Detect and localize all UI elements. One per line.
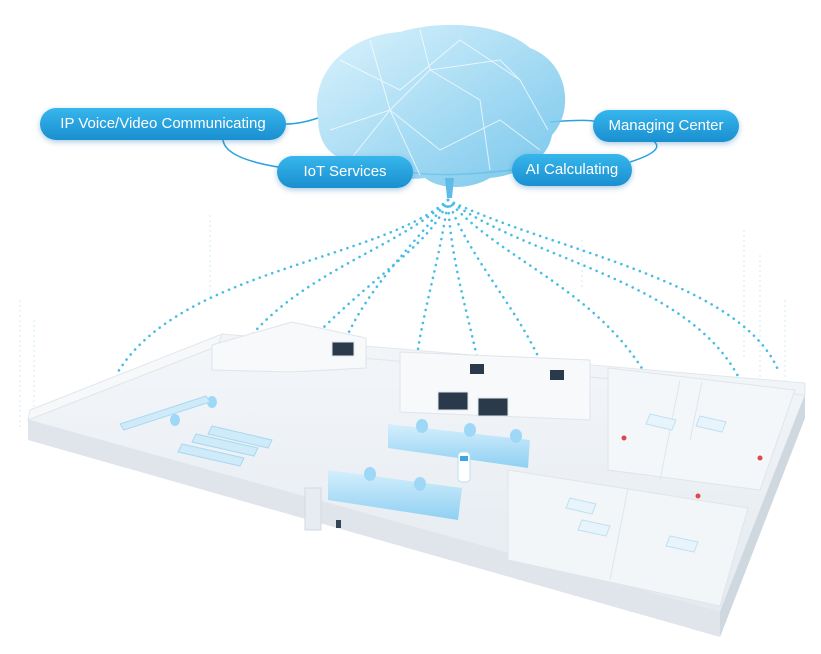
display-screen-icon	[437, 391, 469, 411]
robot-icon	[457, 451, 471, 483]
display-screen-icon	[550, 370, 564, 380]
label-iot-services: IoT Services	[277, 156, 413, 188]
door-sign	[336, 520, 341, 528]
brain-network-icon	[316, 24, 566, 198]
chair-icon	[416, 419, 428, 433]
rooms	[211, 321, 796, 607]
data-stream-decoration	[19, 215, 786, 440]
chair-icon	[414, 477, 426, 491]
chair-icon	[207, 396, 217, 408]
chair-icon	[510, 429, 522, 443]
furniture-desks	[328, 424, 530, 520]
reception-desk-lower	[328, 470, 462, 520]
beds	[565, 413, 727, 553]
bed-icon	[695, 415, 727, 433]
room-ward-right	[607, 367, 796, 491]
reception-desk-upper	[388, 424, 530, 468]
bed-icon	[565, 497, 597, 515]
display-screen-icon	[477, 397, 509, 417]
bed-icon	[645, 413, 677, 431]
chair-icon	[464, 423, 476, 437]
chair-icon	[170, 414, 180, 426]
display-screen-icon	[331, 341, 355, 357]
displays	[331, 341, 564, 417]
label-ip-voice-video: IP Voice/Video Communicating	[40, 108, 286, 140]
display-screen-icon	[470, 364, 484, 374]
bed-icon	[577, 519, 611, 537]
bed-icon	[665, 535, 699, 553]
waiting-benches	[119, 395, 273, 467]
label-ai-calculating: AI Calculating	[512, 154, 632, 186]
chairs	[170, 396, 522, 491]
label-managing-center: Managing Center	[593, 110, 739, 142]
room-waiting	[211, 321, 367, 373]
chair-icon	[364, 467, 376, 481]
status-lights	[621, 435, 763, 499]
entrance-door	[304, 487, 322, 531]
